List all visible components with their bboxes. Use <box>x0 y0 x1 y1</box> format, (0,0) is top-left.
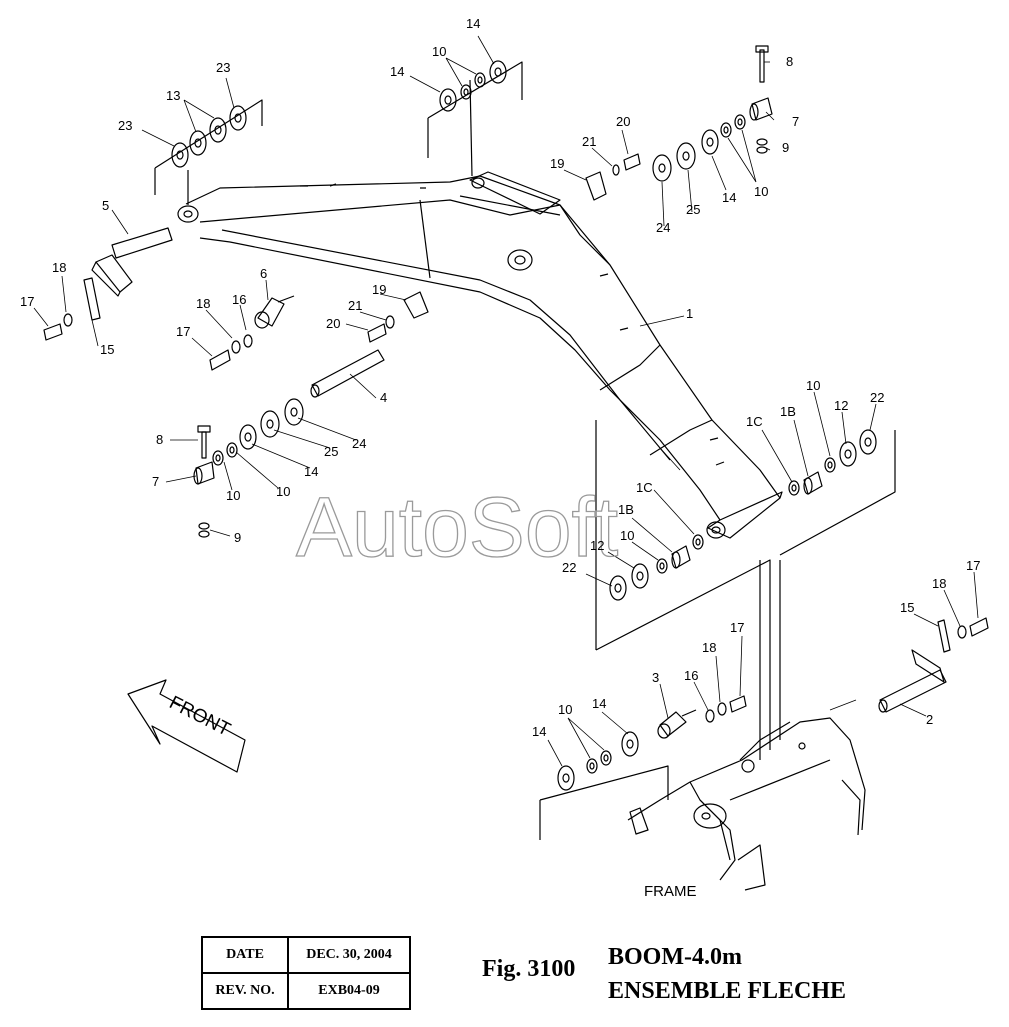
leader-lines <box>33 35 979 767</box>
callout-label: 1C <box>636 480 653 495</box>
front-label: FRONT <box>166 692 234 741</box>
washers <box>43 45 989 791</box>
date-row: DATE DEC. 30, 2004 <box>201 936 411 974</box>
callout-label: 10 <box>754 184 768 199</box>
figure-title: BOOM-4.0m <box>608 944 742 970</box>
callout-label: 9 <box>234 530 241 545</box>
callout-label: 13 <box>166 88 180 103</box>
callout-label: 10 <box>806 378 820 393</box>
callout-label: 1B <box>618 502 634 517</box>
callout-label: 14 <box>722 190 736 205</box>
callout-label: 9 <box>782 140 789 155</box>
callout-labels: 14 10 14 23 13 23 8 7 9 20 21 19 24 25 1… <box>20 16 980 739</box>
figure-number: Fig. 3100 <box>482 956 576 982</box>
watermark: AutoSoft <box>296 480 618 574</box>
callout-label: 10 <box>558 702 572 717</box>
callout-label: 18 <box>196 296 210 311</box>
callout-label: 16 <box>684 668 698 683</box>
callout-label: 14 <box>304 464 318 479</box>
callout-label: 15 <box>100 342 114 357</box>
rev-value: EXB04-09 <box>287 972 411 1010</box>
callout-label: 25 <box>686 202 700 217</box>
pin-4 <box>310 349 385 398</box>
callout-label: 8 <box>156 432 163 447</box>
title-block: BOOM-4.0m ENSEMBLE FLECHE <box>608 940 846 1008</box>
pin-5 <box>91 227 173 297</box>
callout-label: 10 <box>226 488 240 503</box>
boom-body <box>177 171 783 539</box>
frame-structure <box>627 717 866 891</box>
callout-label: 12 <box>590 538 604 553</box>
rev-label: REV. NO. <box>201 972 289 1010</box>
callout-label: 17 <box>730 620 744 635</box>
callout-label: 14 <box>592 696 606 711</box>
callout-label: 20 <box>326 316 340 331</box>
callout-label: 1B <box>780 404 796 419</box>
callout-label: 10 <box>432 44 446 59</box>
callout-label: 7 <box>152 474 159 489</box>
callout-label: 12 <box>834 398 848 413</box>
date-label: DATE <box>201 936 289 974</box>
callout-label: 15 <box>900 600 914 615</box>
callout-label: 23 <box>216 60 230 75</box>
callout-label: 22 <box>562 560 576 575</box>
figure-subtitle: ENSEMBLE FLECHE <box>608 978 847 1004</box>
callout-label: 1 <box>686 306 693 321</box>
callout-label: 14 <box>532 724 546 739</box>
callout-label: 19 <box>550 156 564 171</box>
callout-label: 21 <box>348 298 362 313</box>
callout-label: 8 <box>786 54 793 69</box>
callout-label: 5 <box>102 198 109 213</box>
callout-label: 24 <box>656 220 670 235</box>
callout-label: 6 <box>260 266 267 281</box>
pin-6 <box>254 295 295 329</box>
callout-label: 10 <box>620 528 634 543</box>
callout-label: 21 <box>582 134 596 149</box>
callout-label: 3 <box>652 670 659 685</box>
callout-label: 18 <box>702 640 716 655</box>
callout-label: 18 <box>932 576 946 591</box>
callout-label: 17 <box>176 324 190 339</box>
callout-label: 24 <box>352 436 366 451</box>
group-brackets <box>154 61 896 840</box>
pin-2 <box>878 649 947 713</box>
callout-label: 7 <box>792 114 799 129</box>
revision-table: DATE DEC. 30, 2004 REV. NO. EXB04-09 <box>201 936 411 1010</box>
callout-label: 23 <box>118 118 132 133</box>
callout-label: 10 <box>276 484 290 499</box>
callout-label: 1C <box>746 414 763 429</box>
callout-label: 19 <box>372 282 386 297</box>
callout-label: 16 <box>232 292 246 307</box>
callout-label: 17 <box>966 558 980 573</box>
callout-label: 17 <box>20 294 34 309</box>
frame-label: FRAME <box>644 883 697 900</box>
callout-label: 25 <box>324 444 338 459</box>
callout-label: 14 <box>466 16 480 31</box>
callout-label: 20 <box>616 114 630 129</box>
callout-label: 2 <box>926 712 933 727</box>
callout-label: 4 <box>380 390 387 405</box>
callout-label: 14 <box>390 64 404 79</box>
date-value: DEC. 30, 2004 <box>287 936 411 974</box>
pin-3 <box>657 709 697 739</box>
rev-row: REV. NO. EXB04-09 <box>201 972 411 1010</box>
callout-label: 18 <box>52 260 66 275</box>
callout-label: 22 <box>870 390 884 405</box>
front-arrow <box>127 679 246 773</box>
